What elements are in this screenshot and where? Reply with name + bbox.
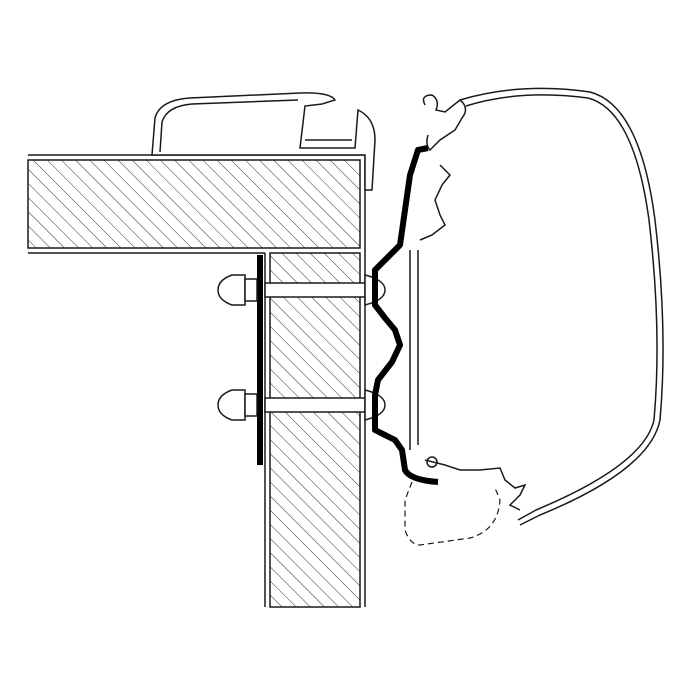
awning-case <box>409 87 664 526</box>
backing-plate <box>257 255 263 465</box>
hidden-part-outline <box>404 481 501 546</box>
adapter-profile <box>372 145 439 485</box>
roof-section <box>27 154 366 254</box>
wall-section <box>264 252 366 608</box>
roof-rail-profile <box>151 92 376 191</box>
